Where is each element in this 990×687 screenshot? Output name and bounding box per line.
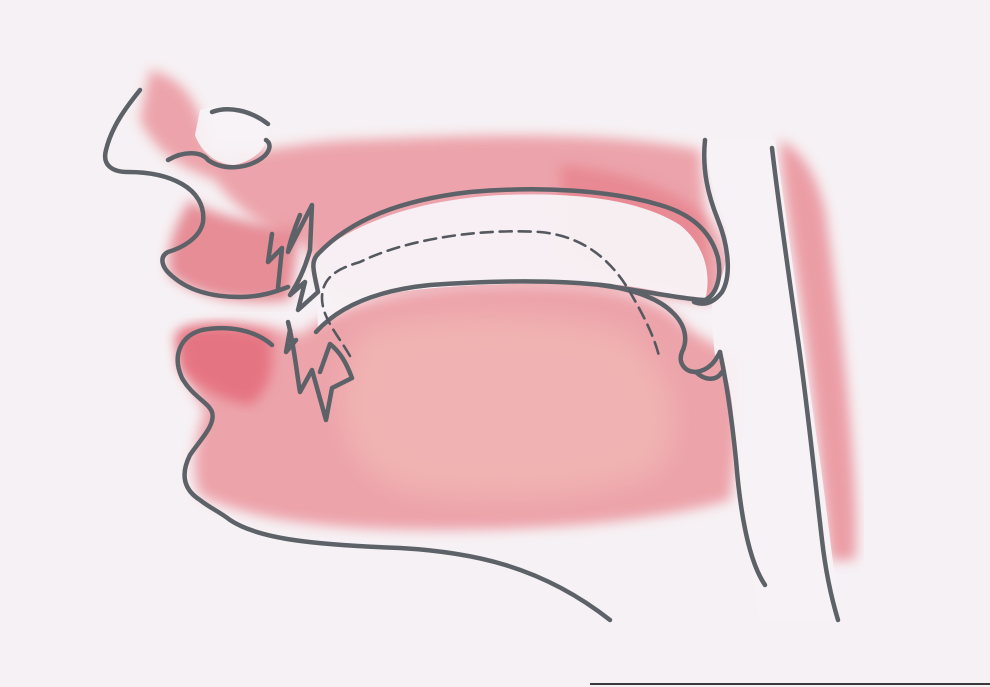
diagram-page [0,0,990,687]
vocal-tract-figure [0,0,990,687]
